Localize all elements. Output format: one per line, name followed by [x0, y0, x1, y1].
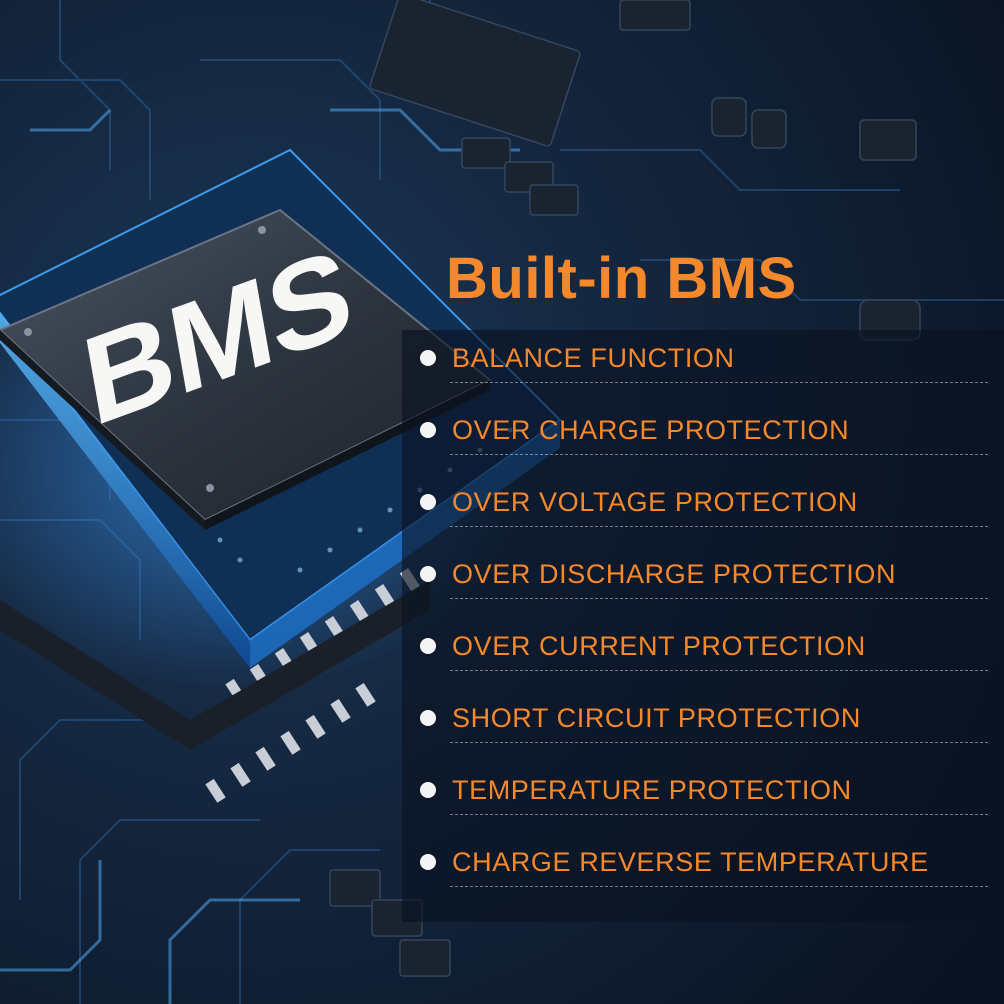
divider [450, 886, 988, 887]
list-item: CHARGE REVERSE TEMPERATURE [418, 838, 988, 887]
list-item: BALANCE FUNCTION [418, 334, 988, 383]
list-item: TEMPERATURE PROTECTION [418, 766, 988, 815]
feature-label: CHARGE REVERSE TEMPERATURE [452, 847, 929, 877]
list-item: OVER CURRENT PROTECTION [418, 622, 988, 671]
bullet-icon [420, 782, 436, 798]
feature-label: OVER CURRENT PROTECTION [452, 631, 866, 661]
feature-list: BALANCE FUNCTION OVER CHARGE PROTECTION … [402, 330, 1004, 922]
bullet-icon [420, 854, 436, 870]
divider [450, 670, 988, 671]
divider [450, 598, 988, 599]
feature-label: OVER CHARGE PROTECTION [452, 415, 850, 445]
feature-label: SHORT CIRCUIT PROTECTION [452, 703, 861, 733]
bullet-icon [420, 422, 436, 438]
divider [450, 454, 988, 455]
feature-label: BALANCE FUNCTION [452, 343, 735, 373]
bullet-icon [420, 638, 436, 654]
list-item: OVER VOLTAGE PROTECTION [418, 478, 988, 527]
bullet-icon [420, 566, 436, 582]
bullet-icon [420, 710, 436, 726]
feature-label: TEMPERATURE PROTECTION [452, 775, 852, 805]
list-item: SHORT CIRCUIT PROTECTION [418, 694, 988, 743]
divider [450, 382, 988, 383]
feature-label: OVER VOLTAGE PROTECTION [452, 487, 858, 517]
divider [450, 526, 988, 527]
bullet-icon [420, 350, 436, 366]
feature-panel: BALANCE FUNCTION OVER CHARGE PROTECTION … [402, 330, 1004, 922]
list-item: OVER CHARGE PROTECTION [418, 406, 988, 455]
list-item: OVER DISCHARGE PROTECTION [418, 550, 988, 599]
feature-label: OVER DISCHARGE PROTECTION [452, 559, 897, 589]
divider [450, 814, 988, 815]
bullet-icon [420, 494, 436, 510]
divider [450, 742, 988, 743]
page-title: Built-in BMS [446, 246, 797, 311]
